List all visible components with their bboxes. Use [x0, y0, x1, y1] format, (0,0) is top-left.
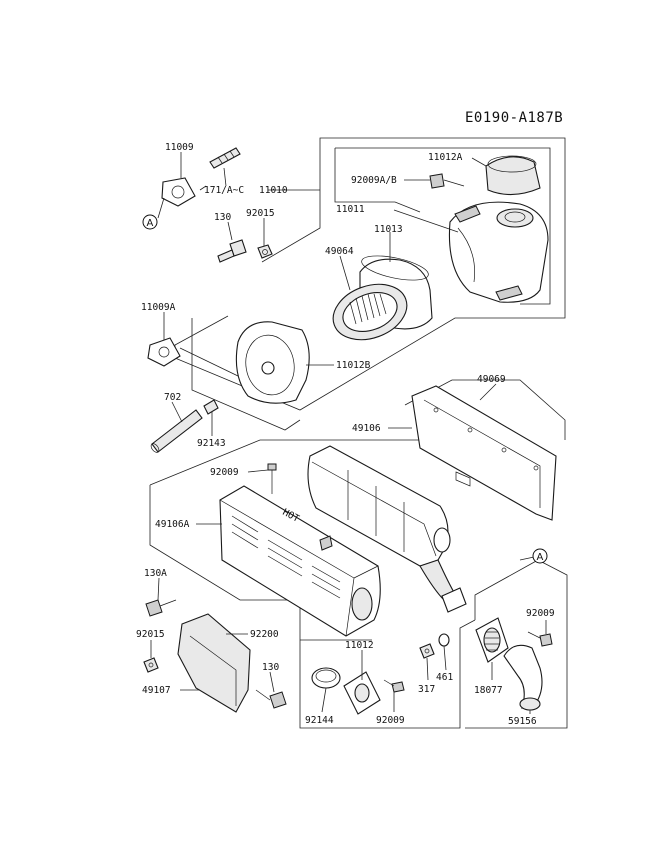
label-49106A: 49106A	[155, 519, 190, 530]
label-92009-mid: 92009	[210, 467, 239, 478]
callout-a-right: A	[532, 548, 548, 564]
label-92143: 92143	[197, 438, 226, 449]
label-130-bottom: 130	[262, 662, 279, 673]
label-92144: 92144	[305, 715, 334, 726]
label-49107: 49107	[142, 685, 171, 696]
bolt-130A	[145, 599, 177, 617]
elbow-59156	[503, 644, 543, 711]
bolt-92009-mid	[267, 463, 277, 494]
label-92009-bottom: 92009	[376, 715, 405, 726]
svg-text:A: A	[147, 218, 154, 229]
nut-317	[419, 643, 435, 659]
spark-arrester-18077	[475, 617, 509, 663]
leader-lines	[150, 152, 547, 714]
label-18077: 18077	[474, 685, 503, 696]
cap-11012A	[485, 155, 541, 196]
part-labels: 11009 171/A~C 11010 130 92015 11012A 920…	[136, 142, 555, 727]
stud-171	[209, 147, 241, 169]
muffler-cover-49106A: HOT	[219, 485, 381, 637]
label-11012: 11012	[345, 640, 374, 651]
label-11010: 11010	[259, 185, 288, 196]
gasket-11009	[161, 177, 196, 207]
precleaner-49064	[332, 283, 408, 341]
base-11012B	[235, 321, 310, 404]
muffler-49106	[307, 445, 467, 613]
guard-49107	[177, 613, 251, 713]
label-130A: 130A	[144, 568, 167, 579]
label-171: 171/A~C	[204, 185, 244, 196]
label-92200: 92200	[250, 629, 279, 640]
svg-text:A: A	[537, 552, 544, 563]
label-49106: 49106	[352, 423, 381, 434]
label-92009AB: 92009A/B	[351, 175, 397, 186]
label-92015-bottom: 92015	[136, 629, 165, 640]
label-11012A: 11012A	[428, 152, 463, 163]
label-92015-top: 92015	[246, 208, 275, 219]
bolt-92009AB	[429, 173, 465, 189]
bolt-130-bottom	[255, 689, 287, 709]
nut-92015-bottom	[143, 657, 159, 673]
label-59156: 59156	[508, 716, 537, 727]
label-11009A: 11009A	[141, 302, 176, 313]
bolt-130-top	[217, 239, 247, 263]
flange-11012	[343, 671, 381, 715]
label-317: 317	[418, 684, 435, 695]
label-11013: 11013	[374, 224, 403, 235]
label-49064: 49064	[325, 246, 354, 257]
label-11011: 11011	[336, 204, 365, 215]
label-11009: 11009	[165, 142, 194, 153]
label-49069: 49069	[477, 374, 506, 385]
label-130-top: 130	[214, 212, 231, 223]
heat-shield-49069	[411, 385, 557, 521]
clamp-92144	[311, 667, 341, 689]
gasket-11009A	[147, 337, 181, 367]
clamp-92143	[203, 399, 219, 415]
nut-92015-top	[257, 244, 273, 259]
callout-a-left: A	[142, 214, 158, 230]
bolt-92009-bottom	[383, 679, 405, 693]
washer-461	[438, 633, 450, 647]
cover-11011	[448, 201, 549, 303]
label-461: 461	[436, 672, 453, 683]
label-11012B: 11012B	[336, 360, 371, 371]
label-92009-right: 92009	[526, 608, 555, 619]
pipe-702	[150, 409, 203, 453]
label-702: 702	[164, 392, 181, 403]
bolt-92009-right	[527, 631, 553, 647]
diagram-code: E0190-A187B	[465, 110, 563, 126]
